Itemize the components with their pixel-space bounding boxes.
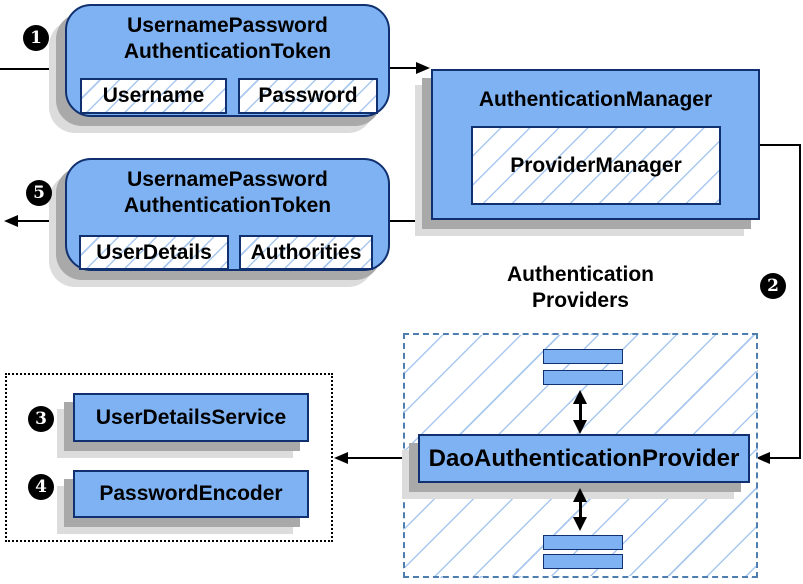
other-provider-bar bbox=[543, 349, 623, 364]
request-token-title-line1: UsernamePassword bbox=[127, 14, 328, 37]
incoming-request-line bbox=[0, 68, 65, 70]
step-4-badge: 4 bbox=[28, 474, 54, 500]
username-field-box: Username bbox=[80, 78, 227, 114]
manager-to-provider-line-bottom bbox=[768, 457, 801, 459]
user-details-field-label: UserDetails bbox=[96, 240, 212, 264]
provider-link-shaft-bottom bbox=[579, 496, 582, 522]
provider-manager-label: ProviderManager bbox=[510, 153, 682, 177]
user-details-field-box: UserDetails bbox=[79, 235, 229, 270]
dao-authentication-provider-node: DaoAuthenticationProvider bbox=[418, 434, 750, 483]
user-details-service-node: UserDetailsService bbox=[73, 393, 309, 442]
authorities-field-box: Authorities bbox=[239, 235, 373, 270]
authorities-field-label: Authorities bbox=[250, 240, 362, 264]
provider-manager-box: ProviderManager bbox=[471, 126, 721, 205]
result-token-title: UsernamePassword AuthenticationToken bbox=[67, 167, 388, 219]
provider-link-shaft-top bbox=[579, 398, 582, 426]
provider-link-up-arrowhead-icon bbox=[573, 390, 587, 404]
other-provider-bar bbox=[543, 554, 623, 569]
other-provider-bar bbox=[543, 370, 623, 385]
provider-link2-up-arrowhead-icon bbox=[573, 488, 587, 502]
request-token-title-line2: AuthenticationToken bbox=[123, 40, 332, 63]
step-1-badge: 1 bbox=[23, 25, 49, 51]
username-field-label: Username bbox=[102, 84, 205, 107]
manager-to-provider-arrowhead-icon bbox=[756, 452, 770, 464]
token-to-manager-line bbox=[390, 67, 418, 69]
token-to-manager-arrowhead-icon bbox=[416, 62, 430, 74]
provider-link-down-arrowhead-icon bbox=[573, 420, 587, 434]
provider-link2-down-arrowhead-icon bbox=[573, 517, 587, 531]
other-provider-bar bbox=[543, 535, 623, 550]
manager-to-provider-line-top bbox=[760, 144, 801, 146]
providers-group-title-line2: Providers bbox=[532, 289, 629, 312]
authentication-manager-node: AuthenticationManager ProviderManager bbox=[431, 69, 760, 220]
step-5-badge: 5 bbox=[26, 180, 52, 206]
password-encoder-node: PasswordEncoder bbox=[73, 470, 309, 518]
step-2-badge: 2 bbox=[760, 273, 786, 299]
password-encoder-label: PasswordEncoder bbox=[99, 482, 283, 505]
dao-authentication-provider-label: DaoAuthenticationProvider bbox=[428, 444, 740, 472]
result-token-node: UsernamePassword AuthenticationToken Use… bbox=[65, 158, 390, 271]
result-token-out-line bbox=[16, 220, 65, 222]
result-token-title-line1: UsernamePassword bbox=[127, 168, 328, 191]
request-token-node: UsernamePassword AuthenticationToken Use… bbox=[65, 4, 390, 117]
provider-to-services-line bbox=[348, 457, 418, 459]
result-token-title-line2: AuthenticationToken bbox=[123, 194, 332, 217]
manager-to-provider-line-right bbox=[799, 144, 801, 459]
manager-to-result-token-line bbox=[390, 220, 431, 222]
password-field-label: Password bbox=[258, 84, 358, 107]
providers-group-title-line1: Authentication bbox=[507, 263, 654, 286]
request-token-title: UsernamePassword AuthenticationToken bbox=[67, 13, 388, 65]
user-details-service-label: UserDetailsService bbox=[95, 405, 287, 429]
authentication-manager-title: AuthenticationManager bbox=[478, 88, 713, 111]
result-token-out-arrowhead-icon bbox=[4, 215, 18, 227]
step-3-badge: 3 bbox=[28, 406, 54, 432]
provider-to-services-arrowhead-icon bbox=[334, 452, 348, 464]
password-field-box: Password bbox=[238, 78, 378, 114]
providers-group-title: Authentication Providers bbox=[468, 262, 693, 314]
